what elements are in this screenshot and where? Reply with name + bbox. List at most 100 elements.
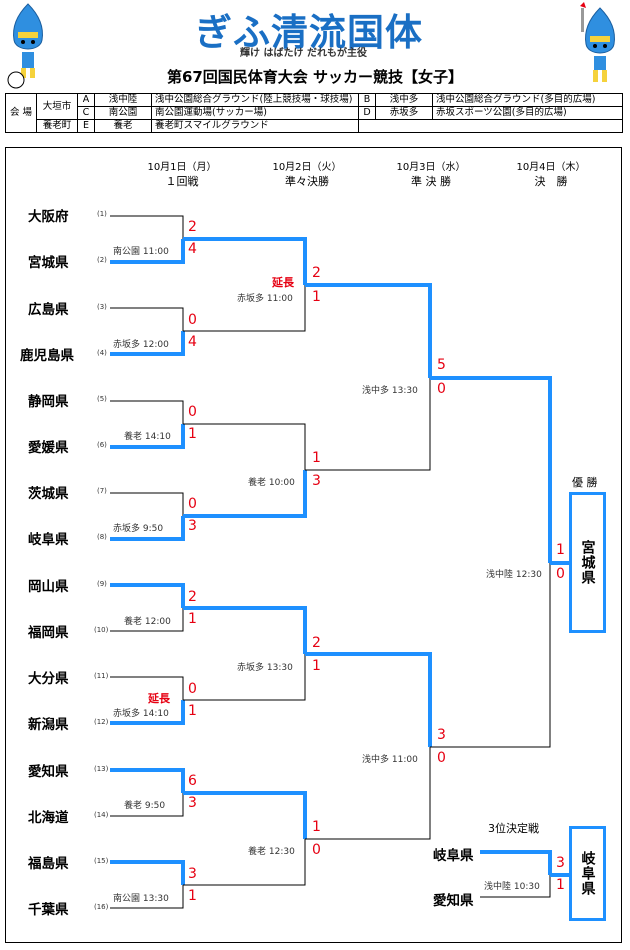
- team-name: 愛知県: [28, 764, 69, 780]
- bracket-line: [305, 378, 431, 471]
- team-name: 岡山県: [28, 579, 69, 595]
- match-score: 0: [188, 404, 197, 420]
- date-round3: 10月3日（水）: [396, 162, 466, 173]
- round-name-3: 準 決 勝: [411, 175, 451, 188]
- match-score: 0: [188, 312, 197, 328]
- team-name: 岐阜県: [433, 848, 474, 864]
- match-info: 養老 14:10: [124, 432, 171, 442]
- bracket-line: [430, 376, 552, 563]
- bracket-line: [110, 215, 184, 239]
- team-number: (8): [97, 533, 107, 541]
- team-number: (7): [97, 487, 107, 495]
- match-score: 3: [437, 727, 446, 743]
- bracket-frame: [5, 147, 622, 943]
- team-name: 福岡県: [28, 625, 69, 641]
- bracket-line: [110, 793, 184, 817]
- bracket-line: [110, 860, 185, 885]
- bracket-line: [110, 307, 184, 331]
- match-score: 1: [312, 658, 321, 674]
- match-info: 赤坂多 9:50: [113, 524, 164, 534]
- match-score: 0: [437, 750, 446, 766]
- extra-time-label: 延長: [272, 276, 294, 289]
- team-name: 愛媛県: [28, 440, 69, 456]
- match-score: 2: [188, 219, 197, 235]
- match-score: 1: [188, 703, 197, 719]
- team-number: (13): [94, 765, 109, 773]
- team-name: 静岡県: [28, 394, 69, 410]
- venue-short: 養老: [94, 119, 152, 133]
- slogan: 輝け はばたけ だれもが主役: [240, 48, 367, 59]
- champion-name: 宮城県: [579, 540, 596, 585]
- bracket-line: [480, 875, 551, 898]
- third-place-winner: 岐阜県: [579, 851, 596, 896]
- team-name: 宮城県: [28, 255, 69, 271]
- team-name: 大阪府: [28, 209, 69, 225]
- team-name: 北海道: [28, 810, 69, 826]
- bracket-line: [110, 768, 185, 793]
- team-name: 茨城県: [28, 486, 69, 502]
- venue-empty: [358, 119, 623, 133]
- match-score: 2: [188, 589, 197, 605]
- team-number: (4): [97, 349, 107, 357]
- match-info: 南公園 11:00: [113, 247, 169, 257]
- bracket-line: [183, 470, 307, 518]
- bracket-line: [110, 492, 184, 516]
- match-score: 3: [188, 795, 197, 811]
- match-score: 4: [188, 241, 197, 257]
- match-score: 2: [312, 265, 321, 281]
- mascot-left: [4, 2, 52, 89]
- team-number: (15): [94, 857, 109, 865]
- match-score: 3: [188, 518, 197, 534]
- venue-name: 養老町スマイルグラウンド: [151, 119, 359, 133]
- bracket-line: [110, 583, 185, 608]
- match-info: 養老 10:00: [248, 478, 295, 488]
- bracket-line: [110, 331, 185, 356]
- match-info: 浅中陸 12:30: [486, 570, 542, 580]
- team-name: 愛知県: [433, 893, 474, 909]
- team-number: (11): [94, 672, 109, 680]
- bracket-line: [480, 850, 552, 875]
- team-name: 鹿児島県: [20, 348, 74, 364]
- mascot-right: [576, 2, 624, 82]
- extra-time-label: 延長: [148, 692, 170, 705]
- bracket-line: [110, 516, 185, 541]
- date-round2: 10月2日（火）: [272, 162, 342, 173]
- match-info: 赤坂多 12:00: [113, 340, 169, 350]
- match-score: 1: [188, 611, 197, 627]
- bracket-line: [110, 424, 185, 449]
- match-info: 南公園 13:30: [113, 894, 169, 904]
- team-number: (9): [97, 580, 107, 588]
- match-score: 0: [188, 681, 197, 697]
- match-score: 0: [556, 566, 565, 582]
- bracket-line: [305, 652, 432, 747]
- match-score: 1: [312, 450, 321, 466]
- bracket-line: [183, 839, 306, 886]
- match-score: 3: [312, 473, 321, 489]
- champion-label: 優 勝: [572, 476, 598, 489]
- bracket-line: [183, 237, 307, 285]
- team-number: (1): [97, 210, 107, 218]
- logo: ぎふ清流国体: [195, 11, 423, 54]
- bracket-line: [110, 700, 185, 725]
- match-info: 養老 12:30: [248, 847, 295, 857]
- bracket-line: [305, 747, 431, 840]
- third-place-label: 3位決定戦: [488, 822, 539, 835]
- match-score: 0: [437, 381, 446, 397]
- round-name-1: １回戦: [165, 175, 199, 188]
- team-name: 福島県: [28, 856, 69, 872]
- bracket-line: [110, 676, 184, 700]
- round-name-2: 準々決勝: [285, 175, 329, 188]
- match-info: 浅中多 11:00: [362, 755, 418, 765]
- team-number: (10): [94, 626, 109, 634]
- bracket-line: [110, 608, 184, 632]
- match-info: 赤坂多 13:30: [237, 663, 293, 673]
- bracket-line: [183, 654, 306, 701]
- match-info: 赤坂多 14:10: [113, 709, 169, 719]
- round-name-4: 決 勝: [534, 175, 568, 188]
- team-name: 新潟県: [28, 717, 69, 733]
- bracket-line: [110, 239, 185, 264]
- date-round1: 10月1日（月）: [147, 162, 217, 173]
- match-score: 1: [188, 888, 197, 904]
- match-score: 0: [188, 496, 197, 512]
